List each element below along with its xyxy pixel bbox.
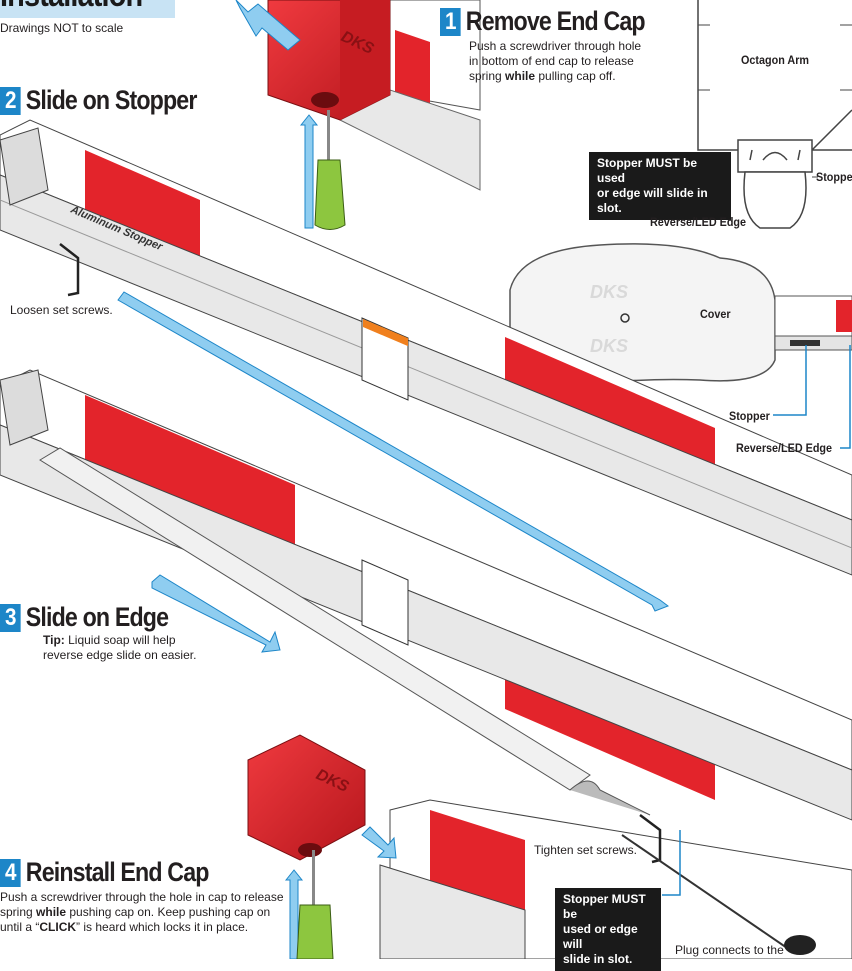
step4-arm: DKS: [247, 734, 852, 959]
step-3-tip: Tip: Liquid soap will help reverse edge …: [43, 633, 197, 662]
step-2-number: 2: [0, 86, 21, 115]
step-1-line-3: spring while pulling cap off.: [469, 69, 616, 83]
step-1-instructions: Push a screwdriver through hole in botto…: [469, 39, 641, 84]
step-1-number: 1: [440, 7, 461, 36]
step-3-heading: 3 Slide on Edge: [0, 602, 169, 633]
reverse-edge-label-top: Reverse/LED Edge: [650, 215, 747, 229]
step-1-line-2: in bottom of end cap to release: [469, 54, 634, 68]
reverse-edge-label-mid: Reverse/LED Edge: [736, 441, 833, 455]
scale-note: Drawings NOT to scale: [0, 21, 124, 35]
cover-label: Cover: [700, 307, 731, 321]
octagon-arm-label: Octagon Arm: [741, 53, 810, 67]
step-1-line-1: Push a screwdriver through hole: [469, 39, 642, 53]
tighten-screws-note: Tighten set screws.: [534, 843, 637, 857]
step-1-title: Remove End Cap: [465, 6, 646, 36]
cover-diagram: DKS DKS: [509, 243, 852, 449]
step2-arm: Aluminum Stopper: [0, 119, 852, 612]
stopper-warning-top: Stopper MUST be used or edge will slide …: [589, 152, 731, 220]
stopper-label-mid: Stopper: [729, 409, 770, 423]
step-4-heading: 4 Reinstall End Cap: [0, 857, 209, 888]
page-title: Installation: [0, 0, 176, 18]
plug-note: Plug connects to the: [675, 943, 784, 957]
screwdriver-step1: [314, 110, 346, 230]
svg-text:DKS: DKS: [590, 282, 628, 302]
step-2-heading: 2 Slide on Stopper: [0, 85, 197, 116]
stopper-label-top: Stopper: [816, 170, 852, 184]
step-4-line-2: spring while pushing cap on. Keep pushin…: [0, 905, 271, 919]
step1-arrows: [235, 0, 319, 229]
step-3-title: Slide on Edge: [25, 602, 169, 632]
loosen-screws-note: Loosen set screws.: [10, 303, 113, 317]
svg-text:DKS: DKS: [590, 336, 628, 356]
step-4-number: 4: [0, 858, 21, 887]
step-3-number: 3: [0, 603, 21, 632]
step-4-line-1: Push a screwdriver through the hole in c…: [0, 890, 284, 904]
octagon-arm-diagram: [697, 0, 852, 229]
step-1-heading: 1 Remove End Cap: [440, 6, 646, 37]
step3-arm: [0, 369, 852, 821]
step-2-title: Slide on Stopper: [25, 85, 198, 115]
step-4-line-3: until a “CLICK” is heard which locks it …: [0, 920, 249, 934]
step-4-title: Reinstall End Cap: [25, 857, 210, 887]
step-4-instructions: Push a screwdriver through the hole in c…: [0, 890, 284, 935]
